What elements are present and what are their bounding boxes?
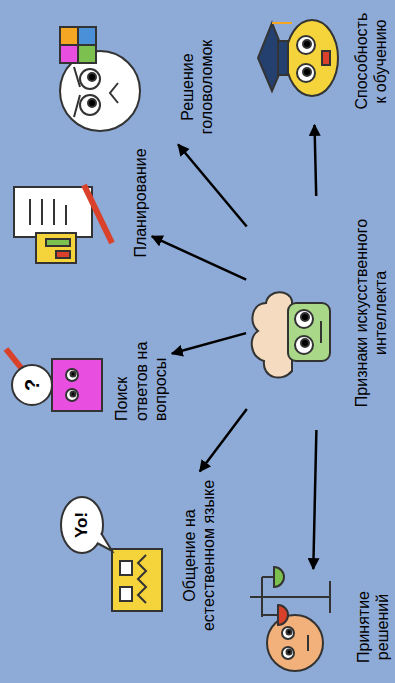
feature-node: Способность к обучению	[236, 0, 390, 123]
arrow-connector	[178, 145, 247, 227]
pupil	[287, 630, 292, 635]
feature-node: Поиск ответов на вопросы	[4, 333, 170, 421]
scale-pan	[278, 605, 288, 625]
chart-bar	[56, 251, 70, 258]
face	[267, 615, 323, 671]
brain-face	[288, 303, 330, 361]
scale-pan	[274, 567, 284, 587]
node-label: Общение на естественном языке	[180, 473, 218, 638]
search-icon	[6, 349, 102, 411]
pencil	[84, 185, 112, 243]
mouth	[322, 51, 330, 65]
feature-node: Общение на естественном языке	[55, 473, 218, 638]
puzzle-piece	[60, 27, 78, 45]
eye	[80, 69, 100, 89]
chart	[36, 233, 76, 263]
arrow-connector	[313, 430, 316, 569]
paper-lines	[30, 199, 66, 225]
face	[286, 20, 338, 96]
brain-cloud	[252, 292, 292, 377]
paper	[14, 187, 92, 237]
icon-text: ?	[20, 365, 44, 405]
brows-mouth	[74, 67, 118, 117]
puzzle-icon	[60, 27, 140, 131]
feature-node: Планирование	[8, 141, 150, 265]
learning-icon	[258, 20, 338, 96]
mouth	[320, 321, 322, 343]
node-label: Поиск ответов на вопросы	[112, 333, 170, 421]
pupil	[71, 372, 76, 377]
pupil	[88, 73, 96, 81]
tassel	[272, 22, 292, 24]
eye	[295, 336, 313, 354]
node-label: Принятие решений	[354, 571, 392, 683]
scale-string	[262, 577, 278, 615]
pupil	[287, 650, 292, 655]
feature-node: Решение головоломок	[44, 31, 216, 143]
pupil	[88, 99, 96, 107]
eye	[66, 369, 78, 381]
face	[52, 359, 102, 411]
face	[112, 549, 162, 611]
eye	[282, 647, 294, 659]
icon-text: Yo!	[70, 497, 94, 553]
puzzle-piece	[60, 45, 78, 63]
arrow-connector	[315, 125, 317, 196]
plan-icon	[14, 185, 112, 263]
pupil	[71, 392, 76, 397]
mouth	[138, 555, 146, 603]
eye	[66, 389, 78, 401]
bubble-tail	[97, 533, 112, 551]
magnifier-glass	[12, 365, 52, 405]
pupil	[303, 68, 311, 76]
eye	[297, 64, 315, 82]
arrow-connector	[200, 409, 247, 471]
magnifier-handle	[6, 349, 22, 369]
pupil	[301, 313, 309, 321]
eye	[297, 36, 315, 54]
node-label: Планирование	[131, 141, 150, 265]
arrow-connector	[172, 333, 246, 353]
talk-icon	[61, 497, 162, 611]
mouth	[307, 635, 309, 651]
node-label: Решение головоломок	[178, 31, 216, 143]
eye	[282, 627, 294, 639]
brain-icon	[252, 292, 330, 377]
eye	[295, 310, 313, 328]
eye	[120, 561, 132, 575]
scales	[250, 577, 330, 617]
arrow-connector	[152, 236, 246, 279]
feature-node: Принятие решений	[232, 571, 392, 683]
decision-icon	[250, 567, 330, 671]
speech-bubble	[61, 497, 103, 553]
puzzle-piece	[78, 27, 96, 45]
eye	[120, 587, 132, 601]
eye	[80, 95, 100, 115]
node-label: Признаки искусственного интеллекта	[352, 198, 390, 428]
node-label: Способность к обучению	[352, 14, 390, 110]
grad-cap-base	[278, 41, 288, 75]
central-concept: Признаки искусственного интеллекта	[248, 198, 390, 428]
pupil	[301, 339, 309, 347]
puzzle-piece	[78, 45, 96, 63]
pupil	[303, 40, 311, 48]
chart-bar	[46, 239, 70, 246]
